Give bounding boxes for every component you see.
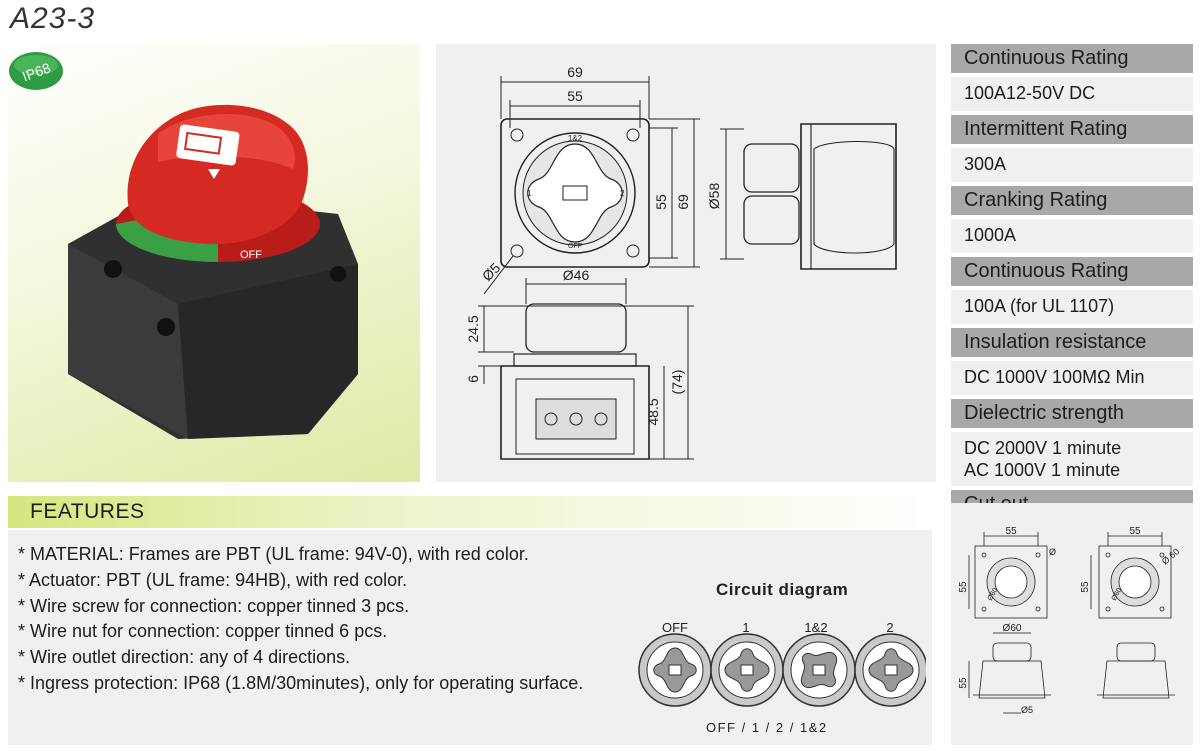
- circuit-diagram-footer: OFF / 1 / 2 / 1&2: [706, 720, 828, 735]
- features-list: * MATERIAL: Frames are PBT (UL frame: 94…: [18, 542, 583, 697]
- spec-value-line: 1000A: [964, 225, 1017, 245]
- spec-label-dielectric-strength: Dielectric strength: [951, 399, 1193, 428]
- cutout-side-dia: Ø60: [1003, 623, 1022, 634]
- cutout-right-height: 55: [1080, 581, 1091, 593]
- spec-value-cranking-rating: 1000A: [951, 219, 1193, 253]
- dim-dia46: Ø46: [563, 267, 590, 283]
- dim-dia58: Ø58: [706, 183, 722, 210]
- feature-item: * Wire screw for connection: copper tinn…: [18, 595, 410, 616]
- technical-drawing: 1&2 1 2 OFF 69 55 55 69 Ø5 Ø58 Ø46 24.5: [436, 44, 936, 482]
- circuit-dial-1: [710, 633, 784, 707]
- cutout-side-hole: Ø5: [1021, 705, 1033, 715]
- cutout-left-height: 55: [958, 581, 969, 593]
- features-header-bar: [8, 496, 932, 528]
- mark-1and2: 1&2: [568, 134, 583, 143]
- cutout-left-hole: Ø: [1049, 547, 1056, 557]
- dim-55-top: 55: [567, 88, 583, 104]
- feature-item: * Wire nut for connection: copper tinned…: [18, 621, 388, 642]
- cutout-left-width: 55: [1005, 526, 1017, 537]
- spec-value-dielectric-strength: DC 2000V 1 minute AC 1000V 1 minute: [951, 432, 1193, 486]
- dim-6: 6: [465, 375, 481, 383]
- feature-item: * Wire outlet direction: any of 4 direct…: [18, 647, 351, 668]
- cutout-drawing: 55 55 Ø60 Ø 55 55 Ø60 Ø 60 Ø60 55 Ø5: [951, 503, 1193, 745]
- product-photo: OFF: [8, 44, 420, 482]
- dim-55-side: 55: [653, 194, 669, 210]
- circuit-label-1and2: 1&2: [804, 620, 828, 635]
- features-panel: [8, 530, 932, 745]
- spec-value-line: 100A12-50V DC: [964, 83, 1096, 103]
- spec-label-continuous-rating-ul: Continuous Rating: [951, 257, 1193, 286]
- spec-value-insulation-resistance: DC 1000V 100MΩ Min: [951, 361, 1193, 395]
- ip68-badge: IP68: [9, 52, 63, 90]
- circuit-label-off: OFF: [662, 620, 688, 635]
- spec-value-intermittent-rating: 300A: [951, 148, 1193, 182]
- cutout-right-hole: Ø 60: [1160, 546, 1181, 566]
- spec-value-line: AC 1000V 1 minute: [964, 460, 1121, 480]
- spec-value-line: DC 2000V 1 minute: [964, 438, 1122, 458]
- features-title: FEATURES: [30, 500, 145, 523]
- mark-1: 1: [527, 189, 532, 198]
- mark-2: 2: [620, 189, 625, 198]
- spec-value-continuous-rating-ul: 100A (for UL 1107): [951, 290, 1193, 324]
- spec-table: Continuous Rating 100A12-50V DC Intermit…: [951, 44, 1193, 523]
- circuit-label-2: 2: [886, 620, 894, 635]
- battery-switch-illustration: OFF: [68, 104, 358, 439]
- feature-item: * MATERIAL: Frames are PBT (UL frame: 94…: [18, 544, 529, 564]
- top-view-frame: [500, 118, 650, 268]
- dim-24-5: 24.5: [465, 315, 481, 342]
- dim-69-side: 69: [675, 194, 691, 210]
- circuit-diagram-title: Circuit diagram: [716, 580, 849, 599]
- spec-value-line: 100A (for UL 1107): [964, 296, 1115, 316]
- spec-value-continuous-rating: 100A12-50V DC: [951, 77, 1193, 111]
- spec-label-intermittent-rating: Intermittent Rating: [951, 115, 1193, 144]
- feature-item: * Actuator: PBT (UL frame: 94HB), with r…: [18, 569, 408, 590]
- dim-48-5: 48.5: [645, 398, 661, 425]
- circuit-dial-2: [854, 633, 926, 707]
- mark-off: OFF: [568, 243, 582, 250]
- circuit-dial-1and2: [782, 633, 856, 707]
- circuit-label-1: 1: [742, 620, 750, 635]
- dim-69-top: 69: [567, 64, 583, 80]
- circuit-dial-off: [638, 633, 712, 707]
- spec-value-line: 300A: [964, 154, 1007, 174]
- dim-74: (74): [669, 370, 685, 395]
- circuit-diagram: [638, 633, 926, 707]
- model-number: A23-3: [10, 2, 96, 35]
- spec-label-cranking-rating: Cranking Rating: [951, 186, 1193, 215]
- dim-dia5: Ø5: [479, 259, 504, 284]
- spec-label-continuous-rating: Continuous Rating: [951, 44, 1193, 73]
- cutout-right-width: 55: [1129, 526, 1141, 537]
- off-mark: OFF: [240, 249, 262, 261]
- spec-label-insulation-resistance: Insulation resistance: [951, 328, 1193, 357]
- feature-item: * Ingress protection: IP68 (1.8M/30minut…: [18, 672, 584, 693]
- spec-value-line: DC 1000V 100MΩ Min: [964, 367, 1145, 387]
- cutout-side-height: 55: [958, 677, 969, 689]
